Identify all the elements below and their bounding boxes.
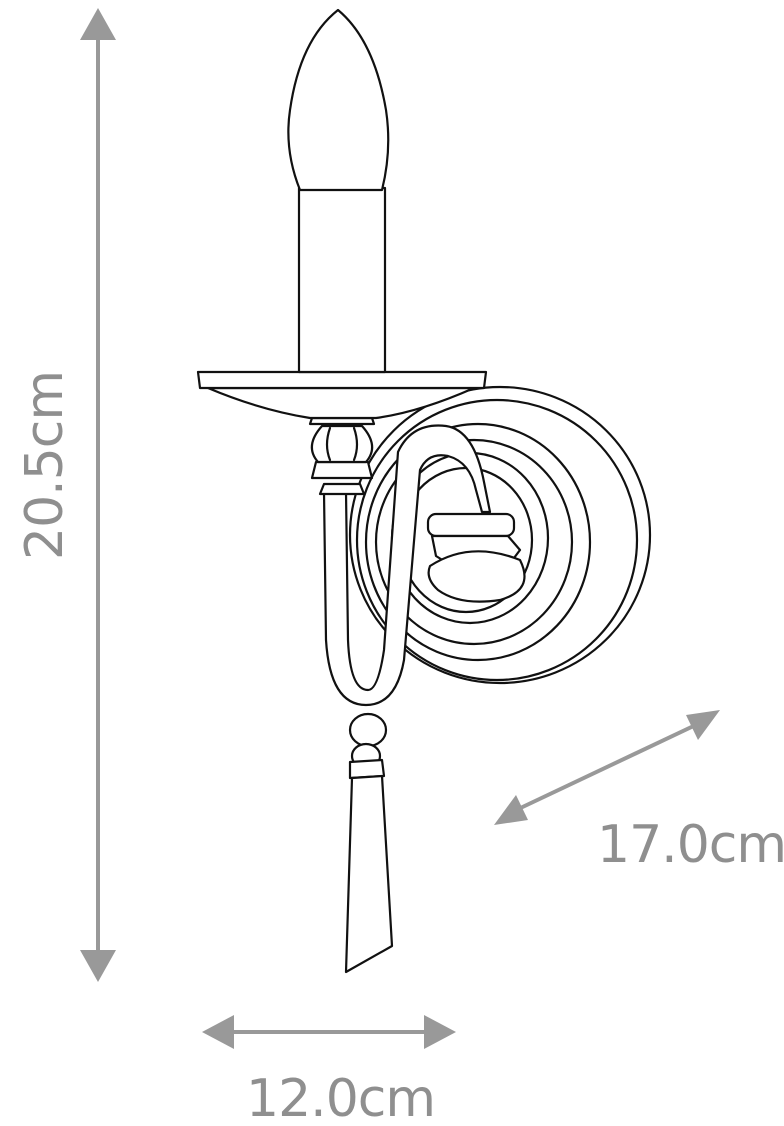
height-arrow-bottom-head — [80, 950, 116, 982]
depth-dimension: 17.0cm — [494, 710, 784, 875]
height-arrow-top-head — [80, 8, 116, 40]
width-dimension: 12.0cm — [202, 1015, 456, 1126]
height-dimension: 20.5cm — [15, 8, 116, 982]
sconce-arm — [322, 424, 492, 707]
width-arrow-left-head — [202, 1015, 234, 1049]
wall-sconce-drawing — [196, 8, 652, 974]
height-label: 20.5cm — [15, 371, 75, 560]
depth-arrow-right-head — [686, 710, 720, 740]
mount-bracket — [426, 512, 526, 603]
depth-arrow-line — [511, 720, 703, 814]
depth-arrow-left-head — [494, 795, 528, 825]
depth-label: 17.0cm — [597, 815, 784, 875]
drip-pan — [196, 370, 488, 420]
candle-cup — [308, 416, 376, 496]
width-label: 12.0cm — [246, 1069, 435, 1126]
crystal-pendant — [344, 712, 394, 974]
candle-bulb — [287, 8, 390, 192]
candle-sleeve — [297, 186, 387, 374]
width-arrow-right-head — [424, 1015, 456, 1049]
